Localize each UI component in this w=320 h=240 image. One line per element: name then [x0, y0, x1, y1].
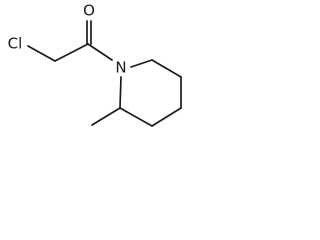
bond-cl-ch2	[27, 45, 56, 62]
chlorine-atom-label: Cl	[8, 35, 23, 53]
bond-ch2-carbonyl	[54, 43, 89, 62]
bond-carbonyl-nitrogen	[87, 43, 113, 61]
bond-ring-c2-c3	[119, 107, 153, 127]
oxygen-atom-label: O	[83, 2, 95, 20]
bond-ring-c6-n	[130, 59, 153, 68]
bond-ring-c3-c4	[151, 107, 182, 127]
atom-labels: Cl O N	[8, 2, 127, 77]
nitrogen-atom-label: N	[115, 59, 126, 77]
bond-ring-c5-c6	[151, 59, 182, 78]
bonds	[27, 20, 182, 127]
bond-c2-methyl	[91, 107, 121, 126]
bond-ring-n-c2	[119, 76, 122, 109]
chemical-structure: Cl O N	[8, 2, 182, 127]
